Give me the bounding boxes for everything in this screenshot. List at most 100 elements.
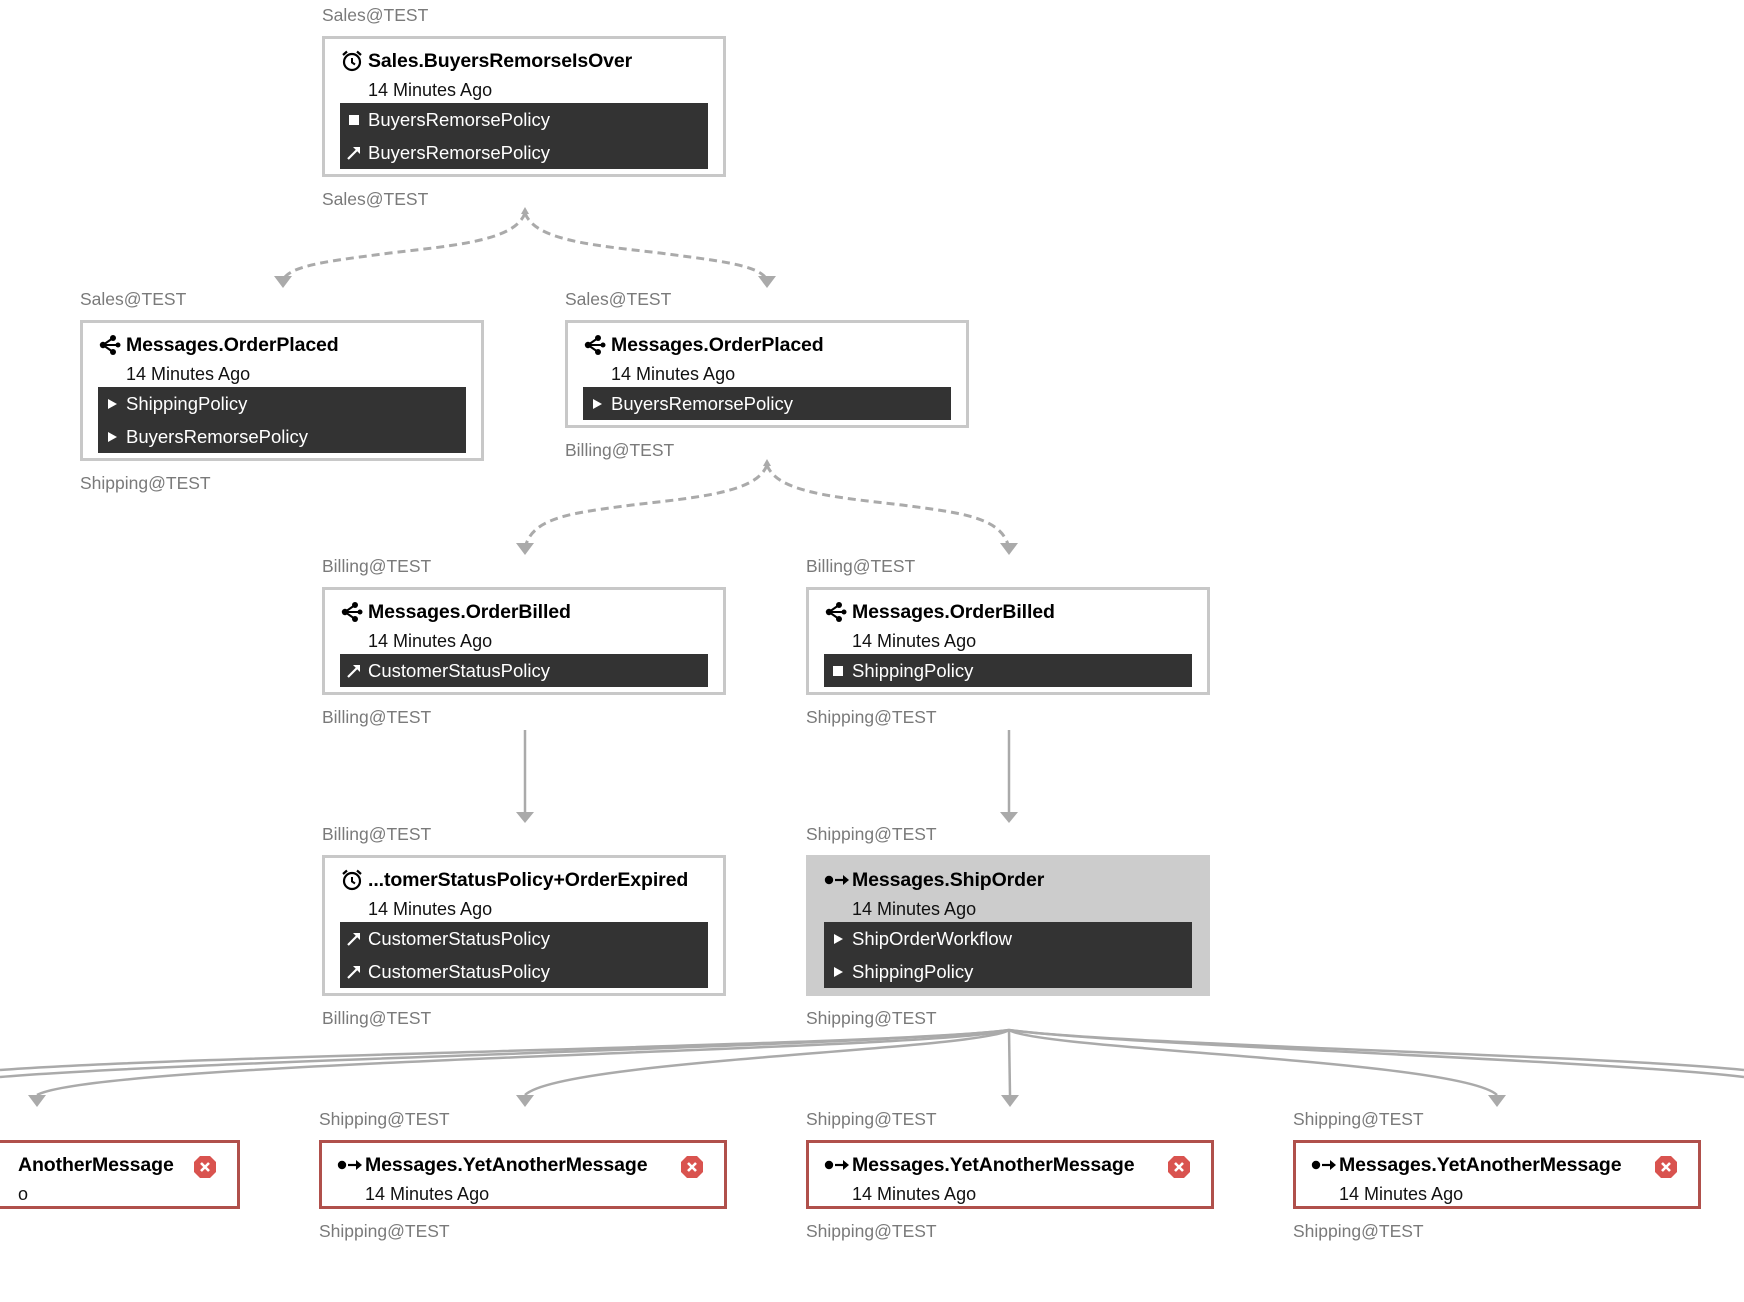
message-title: Messages.YetAnotherMessage xyxy=(852,1153,1135,1176)
message-time: 14 Minutes Ago xyxy=(611,364,736,384)
message-time: 14 Minutes Ago xyxy=(126,364,251,384)
handler-row[interactable]: ShipOrderWorkflow xyxy=(824,922,1192,955)
saga-node-order-billed[interactable]: Billing@TEST Messages.OrderBilled 14 Min… xyxy=(322,556,726,727)
originating-endpoint: Shipping@TEST xyxy=(319,1109,450,1129)
handler-list: CustomerStatusPolicy xyxy=(340,654,708,687)
error-icon xyxy=(1167,1155,1191,1184)
alarm-clock-icon xyxy=(340,868,368,892)
message-time: 14 Minutes Ago xyxy=(368,899,493,919)
processing-endpoint: Shipping@TEST xyxy=(806,1221,937,1241)
handler-label: CustomerStatusPolicy xyxy=(368,960,550,982)
command-send-icon xyxy=(337,1153,365,1177)
timeout-edge xyxy=(281,212,527,281)
processing-endpoint: Shipping@TEST xyxy=(319,1221,450,1241)
handler-row[interactable]: BuyersRemorsePolicy xyxy=(98,420,466,453)
handler-label: BuyersRemorsePolicy xyxy=(368,108,550,130)
saga-node-another-message-failed[interactable]: AnotherMessage o xyxy=(0,1140,240,1209)
saga-node-order-expired-timeout[interactable]: Billing@TEST ...tomerStatusPolicy+OrderE… xyxy=(322,824,726,1028)
error-icon xyxy=(1654,1155,1678,1184)
play-icon xyxy=(824,933,852,945)
saga-node-order-placed[interactable]: Sales@TEST Messages.OrderPlaced 14 Minut… xyxy=(565,289,969,460)
processing-endpoint: Shipping@TEST xyxy=(806,707,937,727)
processing-endpoint: Billing@TEST xyxy=(322,1008,432,1028)
saga-node-order-billed[interactable]: Billing@TEST Messages.OrderBilled 14 Min… xyxy=(806,556,1210,727)
command-send-icon xyxy=(824,868,852,892)
message-time: 14 Minutes Ago xyxy=(852,1184,977,1204)
message-time: o xyxy=(18,1184,29,1204)
originating-endpoint: Shipping@TEST xyxy=(1293,1109,1424,1129)
handler-row[interactable]: ShippingPolicy xyxy=(824,654,1192,687)
processing-endpoint: Sales@TEST xyxy=(322,189,429,209)
handler-list: BuyersRemorsePolicy BuyersRemorsePolicy xyxy=(340,103,708,169)
arrow-up-right-icon xyxy=(340,931,368,947)
handler-row[interactable]: CustomerStatusPolicy xyxy=(340,955,708,988)
originating-endpoint: Billing@TEST xyxy=(322,556,432,576)
message-edge xyxy=(1008,1028,1744,1079)
handler-label: CustomerStatusPolicy xyxy=(368,659,550,681)
processing-endpoint: Shipping@TEST xyxy=(806,1008,937,1028)
error-icon xyxy=(680,1155,704,1184)
saga-node-yet-another-message-failed[interactable]: Shipping@TEST Messages.YetAnotherMessage… xyxy=(806,1109,1214,1241)
handler-row[interactable]: ShippingPolicy xyxy=(98,387,466,420)
processing-endpoint: Billing@TEST xyxy=(322,707,432,727)
message-time: 14 Minutes Ago xyxy=(1339,1184,1464,1204)
handler-row[interactable]: BuyersRemorsePolicy xyxy=(340,136,708,169)
saga-node-yet-another-message-failed[interactable]: Shipping@TEST Messages.YetAnotherMessage… xyxy=(319,1109,727,1241)
originating-endpoint: Shipping@TEST xyxy=(806,824,937,844)
handler-row[interactable]: CustomerStatusPolicy xyxy=(340,922,708,955)
message-edge xyxy=(1008,1028,1498,1096)
processing-endpoint: Shipping@TEST xyxy=(1293,1221,1424,1241)
processing-endpoint: Billing@TEST xyxy=(565,440,675,460)
handler-row[interactable]: ShippingPolicy xyxy=(824,955,1192,988)
originating-endpoint: Sales@TEST xyxy=(565,289,672,309)
originating-endpoint: Billing@TEST xyxy=(322,824,432,844)
message-time: 14 Minutes Ago xyxy=(365,1184,490,1204)
message-title: ...tomerStatusPolicy+OrderExpired xyxy=(368,868,689,891)
message-title: Sales.BuyersRemorseIsOver xyxy=(368,49,633,72)
event-publish-icon xyxy=(340,600,368,624)
originating-endpoint: Billing@TEST xyxy=(806,556,916,576)
saga-node-ship-order-selected[interactable]: Shipping@TEST Messages.ShipOrder 14 Minu… xyxy=(806,824,1210,1028)
handler-label: ShippingPolicy xyxy=(852,659,974,681)
timeout-edge xyxy=(523,212,769,281)
command-send-icon xyxy=(1311,1153,1339,1177)
message-title: Messages.YetAnotherMessage xyxy=(365,1153,648,1176)
message-edge xyxy=(1008,1028,1744,1072)
timeout-edge xyxy=(765,464,1011,549)
handler-row[interactable]: BuyersRemorsePolicy xyxy=(583,387,951,420)
saga-node-order-placed[interactable]: Sales@TEST Messages.OrderPlaced 14 Minut… xyxy=(80,289,484,493)
message-title: Messages.ShipOrder xyxy=(852,868,1045,891)
message-title: Messages.OrderPlaced xyxy=(126,333,339,356)
saga-node-yet-another-message-failed[interactable]: Shipping@TEST Messages.YetAnotherMessage… xyxy=(1293,1109,1701,1241)
message-time: 14 Minutes Ago xyxy=(852,631,977,651)
event-publish-icon xyxy=(824,600,852,624)
saga-node-buyers-remorse-is-over[interactable]: Sales@TEST Sales.BuyersRemorseIsOver 14 … xyxy=(322,5,726,209)
message-title: Messages.OrderBilled xyxy=(852,600,1055,623)
square-icon xyxy=(340,114,368,126)
handler-label: ShippingPolicy xyxy=(126,392,248,414)
alarm-clock-icon xyxy=(340,49,368,73)
processing-endpoint: Shipping@TEST xyxy=(80,473,211,493)
handler-label: CustomerStatusPolicy xyxy=(368,927,550,949)
play-icon xyxy=(98,398,126,410)
handler-label: ShipOrderWorkflow xyxy=(852,927,1013,949)
arrow-up-right-icon xyxy=(340,964,368,980)
message-title: Messages.OrderPlaced xyxy=(611,333,824,356)
handler-label: BuyersRemorsePolicy xyxy=(368,141,550,163)
timeout-edge xyxy=(523,464,769,549)
handler-label: BuyersRemorsePolicy xyxy=(611,392,793,414)
originating-endpoint: Shipping@TEST xyxy=(806,1109,937,1129)
play-icon xyxy=(98,431,126,443)
message-title: Messages.OrderBilled xyxy=(368,600,571,623)
message-title: AnotherMessage xyxy=(18,1153,174,1176)
play-icon xyxy=(824,966,852,978)
handler-row[interactable]: BuyersRemorsePolicy xyxy=(340,103,708,136)
message-edge xyxy=(36,1028,1010,1097)
handler-list: ShippingPolicy BuyersRemorsePolicy xyxy=(98,387,466,453)
message-time: 14 Minutes Ago xyxy=(368,80,493,100)
handler-list: ShipOrderWorkflow ShippingPolicy xyxy=(824,922,1192,988)
originating-endpoint: Sales@TEST xyxy=(80,289,187,309)
handler-row[interactable]: CustomerStatusPolicy xyxy=(340,654,708,687)
